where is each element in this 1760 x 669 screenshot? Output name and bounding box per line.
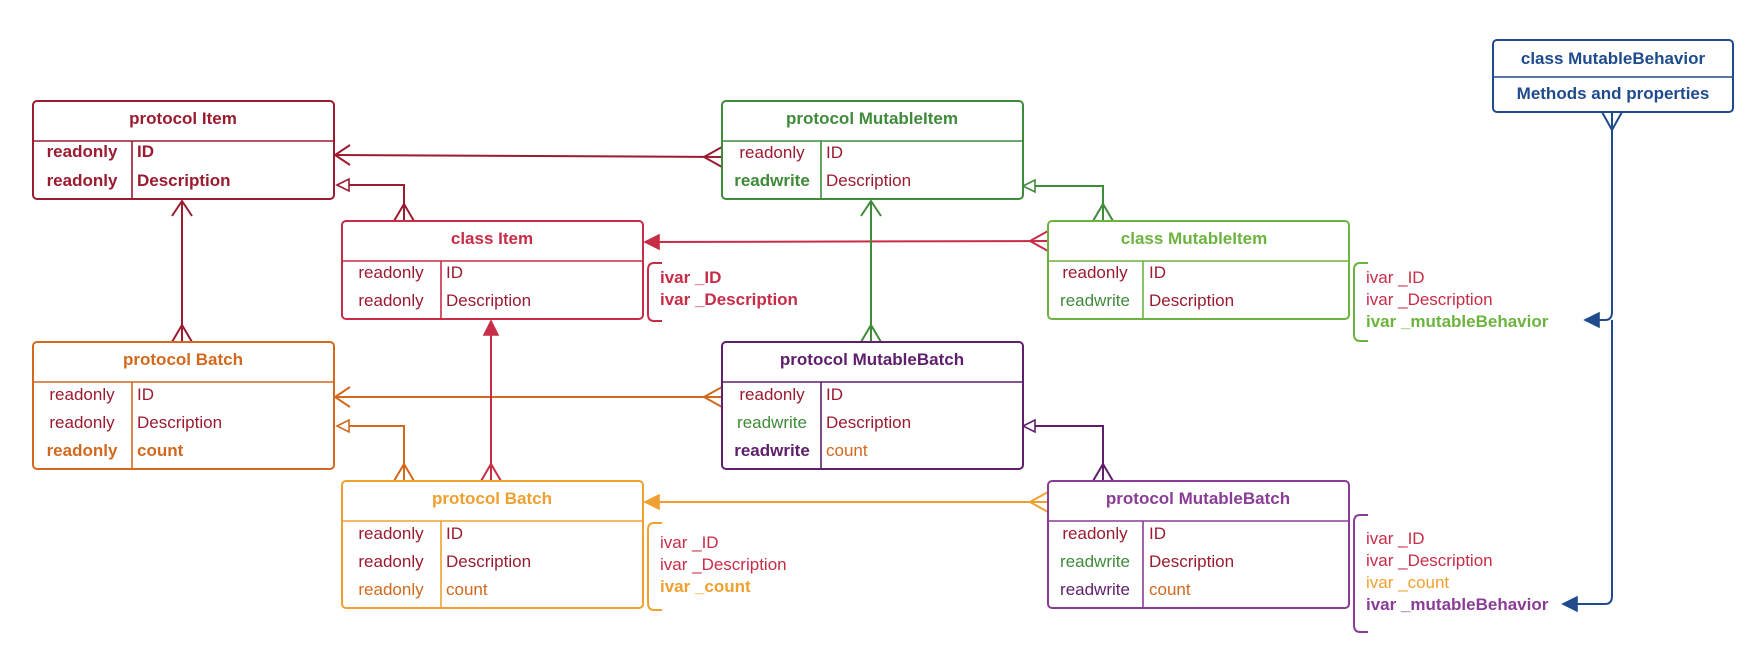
row-modifier: readwrite [1060, 291, 1130, 310]
ivar: ivar _Description [1366, 290, 1493, 309]
row-modifier: readwrite [1060, 580, 1130, 599]
ivar: ivar _ID [660, 268, 721, 287]
connector-classbatch-to-classitem [480, 319, 502, 482]
box-subtitle: Methods and properties [1517, 84, 1710, 103]
ivars-class-mutable-batch: ivar _ID ivar _Description ivar _count i… [1353, 514, 1549, 633]
box-class-batch: protocol Batch readonly ID readonly Desc… [341, 480, 644, 609]
row-name: count [137, 441, 184, 460]
ivar: ivar _Description [1366, 551, 1493, 570]
ivar: ivar _ID [660, 533, 719, 552]
row-name: Description [446, 552, 531, 571]
row-name: Description [137, 413, 222, 432]
box-title: protocol Item [129, 109, 237, 128]
connector-classmutableitem-to-classitem [643, 230, 1049, 252]
connector-mutablebatch-to-mutableitem [860, 199, 882, 343]
row-modifier: readonly [49, 385, 115, 404]
connectors [171, 111, 1623, 613]
ivars-class-mutable-item: ivar _ID ivar _Description ivar _mutable… [1353, 262, 1549, 342]
row-name: Description [446, 291, 531, 310]
row-modifier: readonly [358, 263, 424, 282]
connector-mutablebatch-to-batch [333, 386, 723, 408]
box-class-mutable-item: class MutableItem readonly ID readwrite … [1047, 220, 1350, 320]
row-name: ID [137, 142, 154, 161]
box-class-mutable-batch: protocol MutableBatch readonly ID readwr… [1047, 480, 1350, 609]
row-modifier: readonly [47, 142, 118, 161]
ivar: ivar _count [660, 577, 751, 596]
row-modifier: readonly [47, 171, 118, 190]
box-protocol-mutable-item: protocol MutableItem readonly ID readwri… [721, 100, 1024, 200]
connector-classmutablebatch-to-classbatch [643, 491, 1049, 513]
row-modifier: readonly [1062, 524, 1128, 543]
row-name: ID [1149, 263, 1166, 282]
ivar: ivar _ID [1366, 268, 1425, 287]
connector-classmutableitem-to-protocolmutableitem [1021, 178, 1114, 222]
row-modifier: readonly [47, 441, 118, 460]
box-protocol-mutable-batch: protocol MutableBatch readonly ID readwr… [721, 341, 1024, 470]
box-protocol-batch: protocol Batch readonly ID readonly Desc… [32, 341, 335, 470]
ivar: ivar _ID [1366, 529, 1425, 548]
row-modifier: readwrite [734, 441, 810, 460]
box-title: class MutableItem [1121, 229, 1267, 248]
row-modifier: readonly [739, 143, 805, 162]
row-name: ID [826, 143, 843, 162]
row-name: ID [446, 524, 463, 543]
connector-classitem-to-protocolitem [335, 177, 415, 222]
ivar: ivar _Description [660, 290, 798, 309]
ivar: ivar _mutableBehavior [1366, 312, 1549, 331]
box-title: protocol MutableBatch [1106, 489, 1290, 508]
row-modifier: readonly [49, 413, 115, 432]
box-class-item: class Item readonly ID readonly Descript… [341, 220, 644, 320]
row-name: Description [1149, 291, 1234, 310]
ivar: ivar _Description [660, 555, 787, 574]
box-class-mutable-behavior: class MutableBehavior Methods and proper… [1492, 39, 1734, 113]
row-name: count [1149, 580, 1191, 599]
row-name: ID [137, 385, 154, 404]
row-modifier: readonly [358, 291, 424, 310]
box-title: protocol MutableItem [786, 109, 958, 128]
box-title: protocol Batch [123, 350, 243, 369]
box-title: class MutableBehavior [1521, 49, 1706, 68]
row-name: ID [826, 385, 843, 404]
connector-mutableitem-to-item [333, 144, 723, 168]
row-name: count [826, 441, 868, 460]
box-title: protocol Batch [432, 489, 552, 508]
row-modifier: readwrite [737, 413, 807, 432]
connector-batch-to-item [171, 199, 193, 343]
row-modifier: readonly [739, 385, 805, 404]
row-name: Description [137, 171, 231, 190]
row-modifier: readonly [358, 580, 424, 599]
row-name: ID [1149, 524, 1166, 543]
ivars-class-batch: ivar _ID ivar _Description ivar _count [647, 522, 787, 611]
connector-classmutablebatch-to-protocolmutablebatch [1021, 418, 1114, 482]
row-modifier: readonly [1062, 263, 1128, 282]
row-name: ID [446, 263, 463, 282]
connector-mutablebehavior-to-ivars [1561, 111, 1623, 613]
ivars-class-item: ivar _ID ivar _Description [647, 262, 798, 322]
ivar: ivar _count [1366, 573, 1449, 592]
row-modifier: readonly [358, 524, 424, 543]
row-modifier: readwrite [1060, 552, 1130, 571]
row-modifier: readonly [358, 552, 424, 571]
box-protocol-item: protocol Item readonly ID readonly Descr… [32, 100, 335, 200]
connector-classbatch-to-protocolbatch [335, 418, 415, 482]
ivar: ivar _mutableBehavior [1366, 595, 1549, 614]
box-title: protocol MutableBatch [780, 350, 964, 369]
row-name: count [446, 580, 488, 599]
row-name: Description [826, 171, 911, 190]
row-name: Description [826, 413, 911, 432]
row-name: Description [1149, 552, 1234, 571]
row-modifier: readwrite [734, 171, 810, 190]
box-title: class Item [451, 229, 533, 248]
